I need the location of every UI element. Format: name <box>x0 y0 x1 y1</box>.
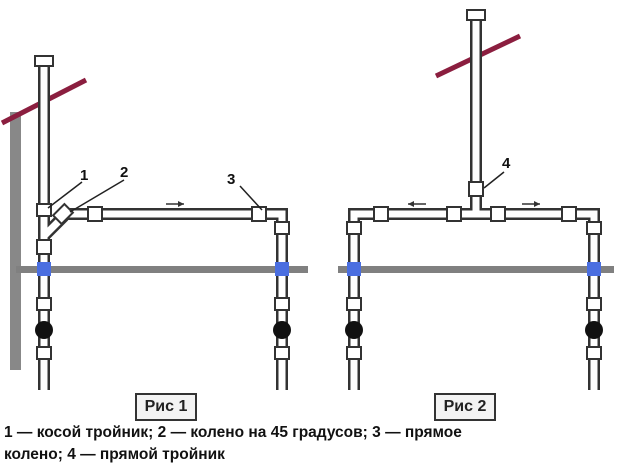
label-2: 2 <box>120 164 128 181</box>
vent-cap-1 <box>34 55 54 67</box>
sewer-ventilation-diagram: 1 2 3 <box>0 9 614 390</box>
flow-arrow-right-icon <box>522 201 540 207</box>
socket-fitting <box>586 221 602 235</box>
straight-tee-fitting <box>468 181 484 197</box>
socket-fitting <box>346 346 362 360</box>
socket-fitting <box>561 206 577 222</box>
figure-2-title: Рис 2 <box>434 393 496 421</box>
figure-1-title: Рис 1 <box>135 393 197 421</box>
pipes-figure-1 <box>38 66 288 390</box>
floor-passage-marker <box>275 262 289 276</box>
floor-passage-marker <box>37 262 51 276</box>
legend-caption: 1 — косой тройник; 2 — колено на 45 град… <box>4 422 614 466</box>
figure-2: 4 <box>338 9 614 390</box>
socket-fitting <box>346 297 362 311</box>
socket-fitting <box>36 297 52 311</box>
caption-line-1: 1 — косой тройник; 2 — колено на 45 град… <box>4 424 462 441</box>
socket-fitting <box>274 221 290 235</box>
leader-line-3 <box>239 185 263 211</box>
socket-fitting <box>274 346 290 360</box>
pipes-figure-2 <box>348 20 600 390</box>
socket-fitting <box>87 206 103 222</box>
elbow-45-fitting <box>51 202 75 226</box>
leader-line-2 <box>69 179 125 213</box>
leader-line-4 <box>483 171 505 189</box>
label-4: 4 <box>502 155 511 172</box>
trap-icon <box>273 321 291 339</box>
socket-fitting <box>274 297 290 311</box>
oblique-tee-fitting <box>36 203 52 217</box>
vent-cap-2 <box>466 9 486 21</box>
leader-line-1 <box>47 181 83 209</box>
label-3: 3 <box>227 171 235 188</box>
socket-fitting <box>586 346 602 360</box>
caption-line-2: колено; 4 — прямой тройник <box>4 446 225 463</box>
socket-fitting <box>346 221 362 235</box>
socket-fitting <box>490 206 506 222</box>
socket-fitting <box>586 297 602 311</box>
socket-fitting <box>36 346 52 360</box>
trap-icon <box>585 321 603 339</box>
figure-1: 1 2 3 <box>0 55 308 390</box>
floor-slab-1 <box>16 266 308 273</box>
floor-slab-2 <box>338 266 614 273</box>
flow-arrow-left-icon <box>408 201 426 207</box>
floor-passage-marker <box>347 262 361 276</box>
trap-icon <box>345 321 363 339</box>
socket-fitting <box>373 206 389 222</box>
floor-passage-marker <box>587 262 601 276</box>
socket-fitting <box>446 206 462 222</box>
wall <box>10 112 21 370</box>
straight-elbow-fitting <box>251 206 267 222</box>
socket-fitting <box>36 239 52 255</box>
flow-arrow-icon <box>166 201 184 207</box>
trap-icon <box>35 321 53 339</box>
label-1: 1 <box>80 167 88 184</box>
